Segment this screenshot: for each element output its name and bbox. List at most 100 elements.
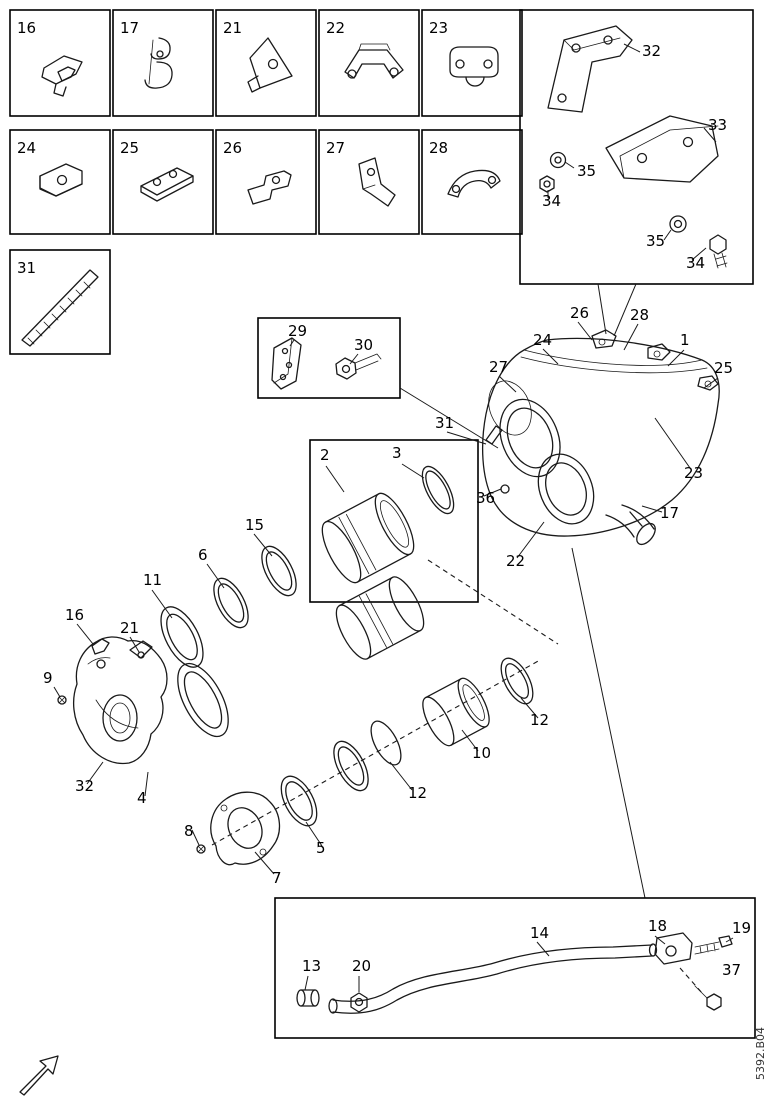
callout-25: 25 bbox=[120, 139, 139, 157]
part-24-drawing bbox=[39, 163, 83, 197]
callout-35b: 35 bbox=[646, 232, 665, 250]
part-3-drawing bbox=[421, 465, 455, 515]
callout-11: 11 bbox=[143, 571, 162, 589]
callout-21-chain: 21 bbox=[120, 619, 139, 637]
callout-30: 30 bbox=[354, 336, 373, 354]
ring-11-drawing bbox=[160, 606, 204, 668]
part-21-drawing bbox=[247, 37, 293, 93]
bracket-33-drawing bbox=[605, 115, 719, 183]
part-16-drawing bbox=[41, 55, 83, 97]
callout-2: 2 bbox=[320, 446, 330, 464]
callout-33: 33 bbox=[708, 116, 727, 134]
callout-9: 9 bbox=[43, 669, 53, 687]
nut-34a-drawing bbox=[539, 175, 555, 193]
part-29-drawing bbox=[271, 337, 302, 390]
callout-12a: 12 bbox=[408, 784, 427, 802]
callout-28: 28 bbox=[429, 139, 448, 157]
callout-13: 13 bbox=[302, 957, 321, 975]
inset-box-23: 23 bbox=[421, 9, 523, 117]
lower-converter-drawing bbox=[335, 576, 425, 660]
pipe-14-drawing bbox=[328, 943, 658, 1014]
inset-box-26: 26 bbox=[215, 129, 317, 235]
callout-35: 35 bbox=[577, 162, 596, 180]
callout-15: 15 bbox=[245, 516, 264, 534]
callout-34: 34 bbox=[542, 192, 561, 210]
washer-35a-drawing bbox=[549, 151, 567, 169]
callout-17: 17 bbox=[120, 19, 139, 37]
part-22-drawing bbox=[344, 43, 404, 79]
inset-box-pipe: 14 18 19 37 13 20 bbox=[274, 897, 756, 1039]
callout-16: 16 bbox=[17, 19, 36, 37]
callout-24: 24 bbox=[17, 139, 36, 157]
sleeve-10-drawing bbox=[422, 677, 490, 747]
inset-box-22: 22 bbox=[318, 9, 420, 117]
ring-6-drawing bbox=[213, 577, 249, 629]
callout-20: 20 bbox=[352, 957, 371, 975]
bracket-inset-connectors bbox=[597, 283, 637, 337]
callout-8: 8 bbox=[184, 822, 194, 840]
inset-box-25: 25 bbox=[112, 129, 214, 235]
callout-26: 26 bbox=[223, 139, 242, 157]
ring-12a-drawing bbox=[333, 740, 369, 792]
callout-32-chain: 32 bbox=[75, 777, 94, 795]
callout-31-assembly: 31 bbox=[435, 414, 454, 432]
callout-37: 37 bbox=[722, 961, 741, 979]
bolt-34b-drawing bbox=[709, 234, 728, 269]
inset-box-28: 28 bbox=[421, 129, 523, 235]
callout-4: 4 bbox=[137, 789, 147, 807]
callout-6: 6 bbox=[198, 546, 208, 564]
callout-26-assembly: 26 bbox=[570, 304, 589, 322]
bracket-inset-leaders bbox=[547, 43, 717, 261]
callout-25-assembly: 25 bbox=[714, 359, 733, 377]
inset-box-brackets: 32 33 35 34 35 34 bbox=[519, 9, 754, 285]
callout-5: 5 bbox=[316, 839, 326, 857]
inset-box-clamp: 29 30 bbox=[257, 317, 401, 399]
callout-27-assembly: 27 bbox=[489, 358, 508, 376]
callout-7: 7 bbox=[272, 869, 282, 887]
callout-19: 19 bbox=[732, 919, 751, 937]
callout-23: 23 bbox=[429, 19, 448, 37]
callout-12b: 12 bbox=[530, 711, 549, 729]
bracket-32-drawing bbox=[547, 25, 633, 113]
part-31-drawing bbox=[21, 269, 99, 347]
inset-box-27: 27 bbox=[318, 129, 420, 235]
callout-31: 31 bbox=[17, 259, 36, 277]
callout-14: 14 bbox=[530, 924, 549, 942]
chain-leaders bbox=[53, 533, 539, 875]
part-17-drawing bbox=[144, 37, 173, 89]
callout-18: 18 bbox=[648, 917, 667, 935]
chain-axis bbox=[211, 559, 559, 846]
callout-24-assembly: 24 bbox=[533, 331, 552, 349]
inset-box-17: 17 bbox=[112, 9, 214, 117]
callout-28-assembly: 28 bbox=[630, 306, 649, 324]
callout-21: 21 bbox=[223, 19, 242, 37]
callout-3: 3 bbox=[392, 444, 402, 462]
inset-box-24: 24 bbox=[9, 129, 111, 235]
part-28-drawing bbox=[447, 169, 501, 198]
callout-10: 10 bbox=[472, 744, 491, 762]
washer-35b-drawing bbox=[669, 215, 687, 233]
callout-34b: 34 bbox=[686, 254, 705, 272]
part-27-drawing bbox=[358, 157, 396, 207]
assembly-leaders bbox=[446, 321, 719, 559]
part-25-drawing bbox=[140, 167, 194, 202]
callout-17-assembly: 17 bbox=[660, 504, 679, 522]
inset-box-16: 16 bbox=[9, 9, 111, 117]
bolt-19-drawing bbox=[694, 935, 733, 955]
callout-29: 29 bbox=[288, 322, 307, 340]
part-30-drawing bbox=[335, 353, 382, 380]
drawing-number: 5392.B04 bbox=[754, 1027, 767, 1080]
ring-extra-drawing bbox=[370, 720, 402, 766]
callout-22-assembly: 22 bbox=[506, 552, 525, 570]
ring-15-drawing bbox=[261, 545, 297, 597]
callout-36: 36 bbox=[476, 489, 495, 507]
inset-box-31: 31 bbox=[9, 249, 111, 355]
callout-27: 27 bbox=[326, 139, 345, 157]
callout-32: 32 bbox=[642, 42, 661, 60]
callout-1: 1 bbox=[680, 331, 690, 349]
direction-arrow-icon bbox=[19, 1055, 59, 1096]
part-2-drawing bbox=[321, 492, 415, 584]
bolt-37-drawing bbox=[679, 967, 722, 1011]
